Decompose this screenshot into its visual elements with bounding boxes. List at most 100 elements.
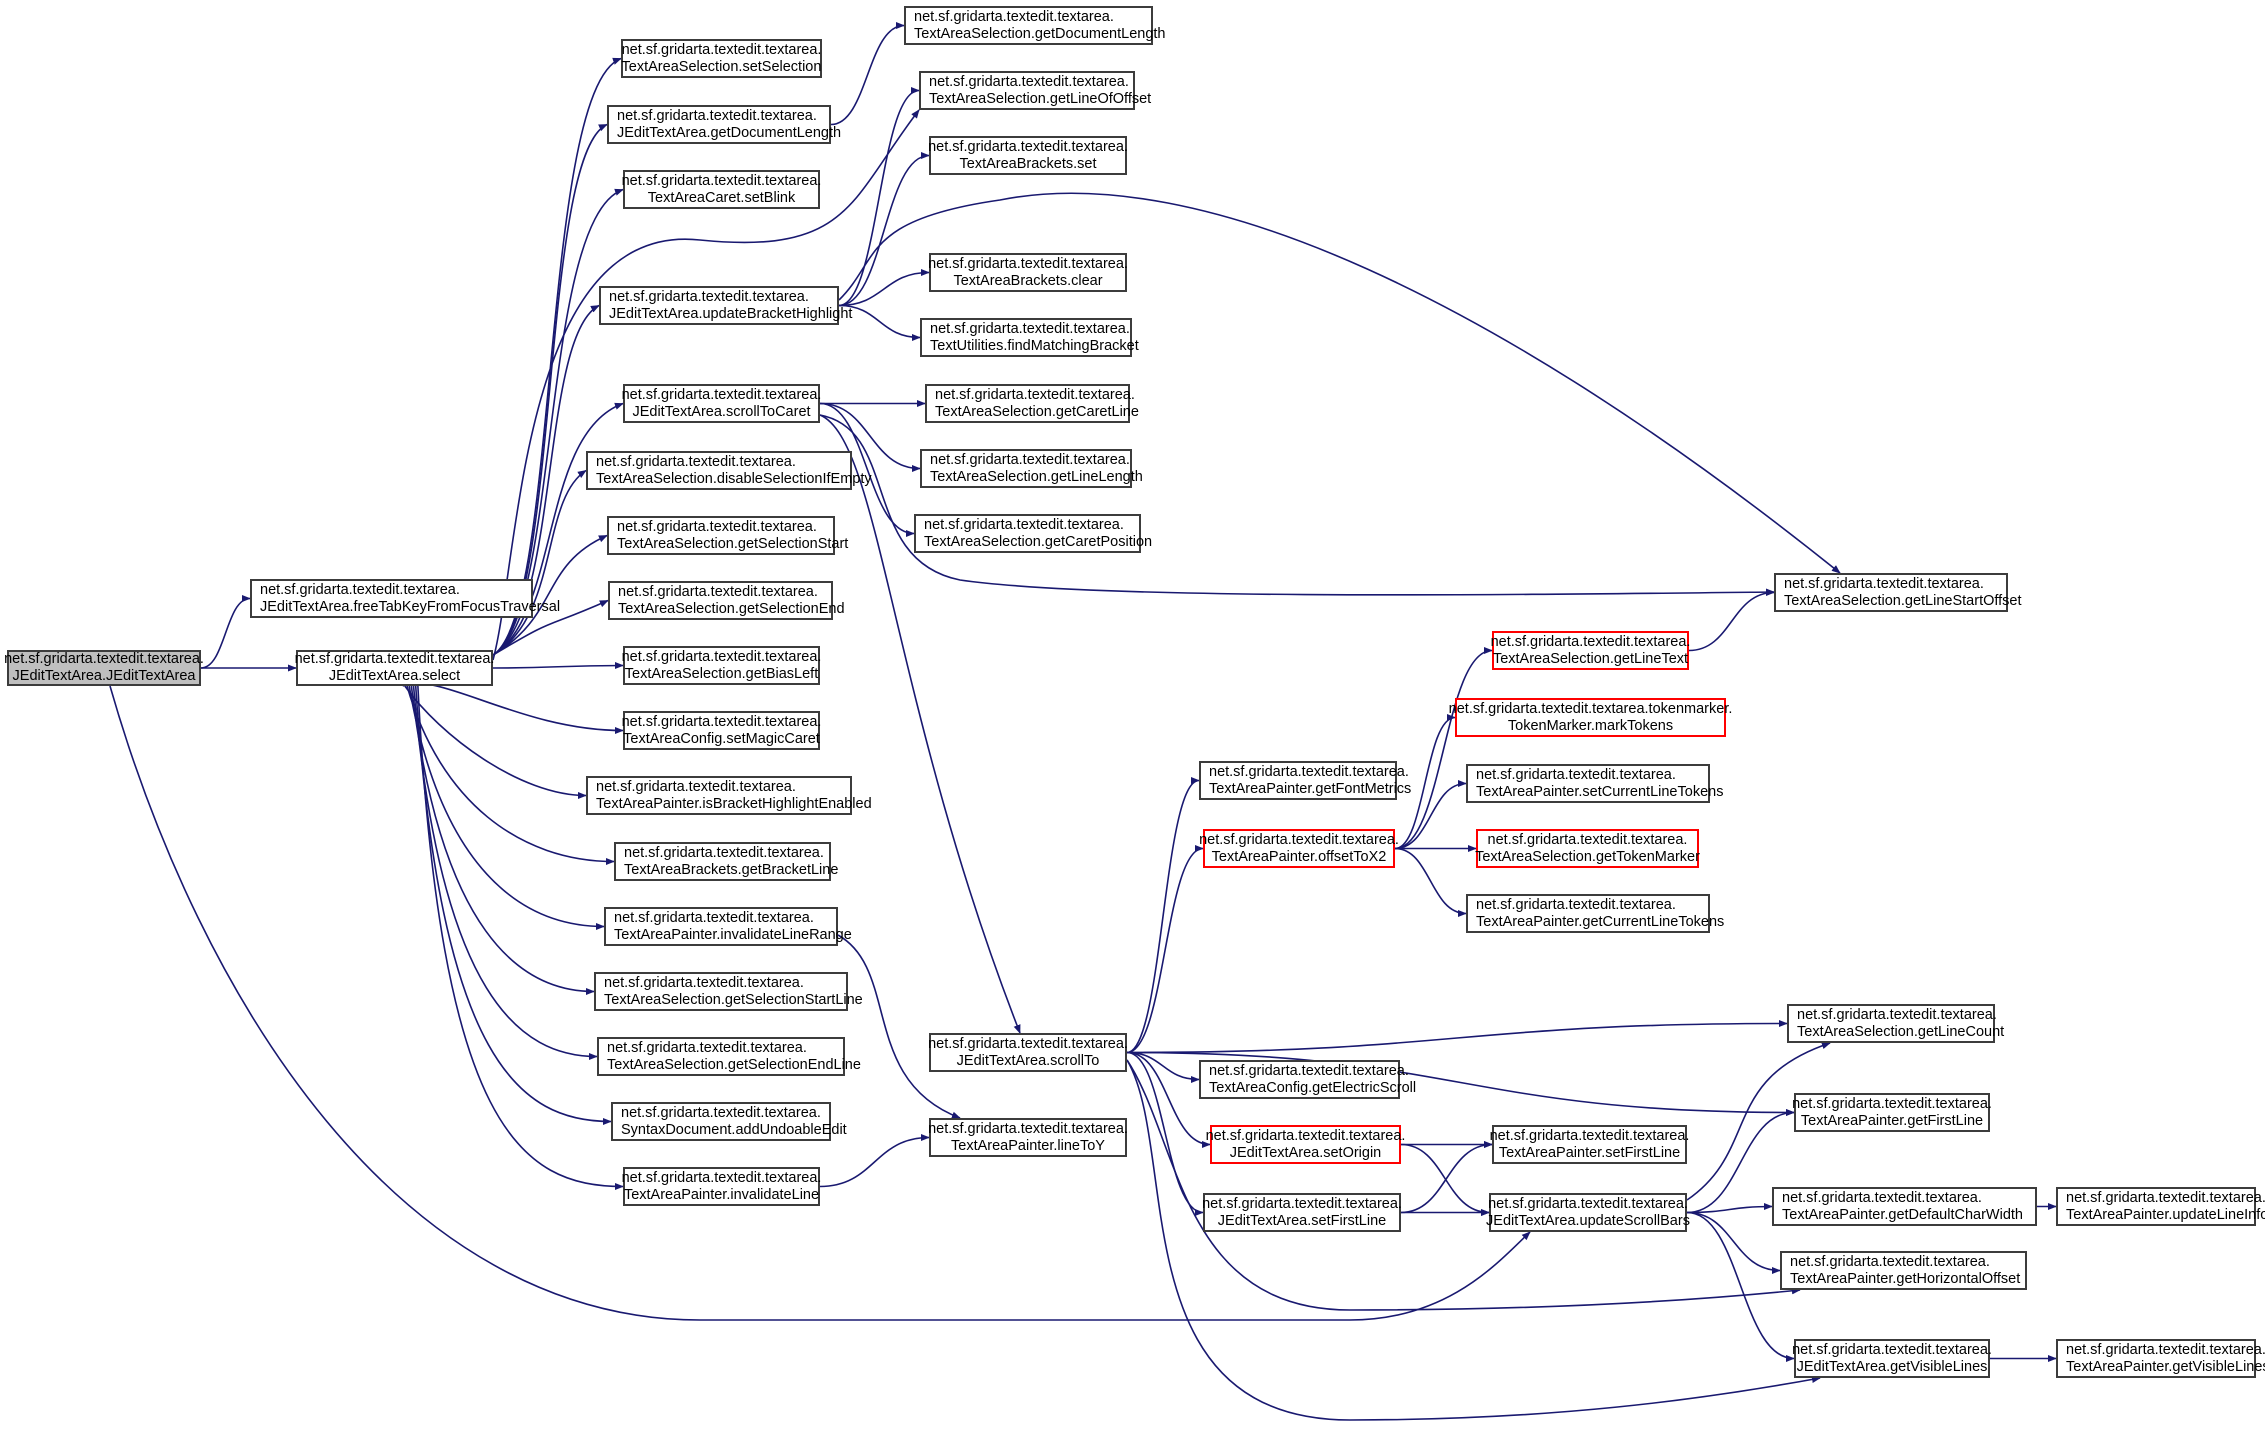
node-method-label: JEditTextArea.scrollToCaret [632, 403, 811, 420]
graph-node-scroll-to[interactable]: net.sf.gridarta.textedit.textarea.JEditT… [928, 1033, 1128, 1072]
graph-node-get-caret-pos[interactable]: net.sf.gridarta.textedit.textarea.TextAr… [914, 514, 1152, 553]
graph-node-get-line-count[interactable]: net.sf.gridarta.textedit.textarea.TextAr… [1787, 1004, 2004, 1043]
node-package-label: net.sf.gridarta.textedit.textarea. [621, 41, 822, 58]
graph-node-mark-tokens[interactable]: net.sf.gridarta.textedit.textarea.tokenm… [1449, 698, 1732, 737]
node-package-label: net.sf.gridarta.textedit.textarea. [614, 909, 814, 926]
node-method-label: TextAreaSelection.getSelectionStart [617, 535, 849, 552]
graph-node-get-bias-left[interactable]: net.sf.gridarta.textedit.textarea.TextAr… [622, 646, 821, 685]
edge-inv-line-to-line-to-y [819, 1133, 930, 1188]
graph-node-set-selection[interactable]: net.sf.gridarta.textedit.textarea.TextAr… [621, 39, 822, 78]
node-method-label: TextAreaPainter.updateLineInfo [2066, 1206, 2265, 1223]
graph-node-get-electric[interactable]: net.sf.gridarta.textedit.textarea.TextAr… [1199, 1060, 1416, 1099]
edge-scroll-to-caret-to-get-line-length [819, 402, 921, 473]
node-package-label: net.sf.gridarta.textedit.textarea. [1797, 1006, 1997, 1023]
graph-node-root[interactable]: net.sf.gridarta.textedit.textarea.JEditT… [4, 650, 204, 686]
graph-node-disable-sel[interactable]: net.sf.gridarta.textedit.textarea.TextAr… [586, 451, 872, 490]
graph-node-set-origin[interactable]: net.sf.gridarta.textedit.textarea.JEditT… [1206, 1125, 1405, 1164]
graph-node-p-get-first-line[interactable]: net.sf.gridarta.textedit.textarea.TextAr… [1792, 1093, 1992, 1132]
node-method-label: TextAreaPainter.invalidateLineRange [614, 926, 852, 943]
node-package-label: net.sf.gridarta.textedit.textarea. [1487, 831, 1688, 848]
graph-node-inv-line[interactable]: net.sf.gridarta.textedit.textarea.TextAr… [622, 1167, 821, 1206]
node-method-label: TextAreaSelection.getTokenMarker [1475, 848, 1700, 865]
graph-node-get-line-start-offset[interactable]: net.sf.gridarta.textedit.textarea.TextAr… [1774, 573, 2022, 612]
graph-node-set-cur-tokens[interactable]: net.sf.gridarta.textedit.textarea.TextAr… [1466, 764, 1723, 803]
node-method-label: TextAreaSelection.getDocumentLength [914, 25, 1166, 42]
node-method-label: TextAreaPainter.getFirstLine [1800, 1112, 1984, 1129]
node-method-label: TextAreaCaret.setBlink [647, 189, 796, 206]
graph-node-get-sel-start-line[interactable]: net.sf.gridarta.textedit.textarea.TextAr… [594, 972, 863, 1011]
graph-node-line-to-y[interactable]: net.sf.gridarta.textedit.textarea.TextAr… [928, 1118, 1128, 1157]
node-method-label: TextAreaPainter.invalidateLine [623, 1186, 820, 1203]
node-package-label: net.sf.gridarta.textedit.textarea. [928, 255, 1128, 272]
graph-node-offset-to-x2[interactable]: net.sf.gridarta.textedit.textarea.TextAr… [1199, 829, 1399, 868]
graph-node-upd-scroll-bars[interactable]: net.sf.gridarta.textedit.textarea.JEditT… [1486, 1193, 1690, 1232]
graph-node-set-magic-caret[interactable]: net.sf.gridarta.textedit.textarea.TextAr… [621, 711, 822, 750]
node-package-label: net.sf.gridarta.textedit.textarea. [2066, 1341, 2265, 1358]
node-method-label: JEditTextArea.getVisibleLines [1796, 1358, 1988, 1375]
node-package-label: net.sf.gridarta.textedit.textarea. [1489, 1127, 1690, 1144]
edge-offset-to-x2-to-get-line-text [1394, 646, 1493, 850]
node-package-label: net.sf.gridarta.textedit.textarea. [617, 518, 817, 535]
graph-node-get-def-char-w[interactable]: net.sf.gridarta.textedit.textarea.TextAr… [1772, 1187, 2037, 1226]
graph-node-scroll-to-caret[interactable]: net.sf.gridarta.textedit.textarea.JEditT… [622, 384, 821, 423]
graph-node-get-caret-line[interactable]: net.sf.gridarta.textedit.textarea.TextAr… [925, 384, 1139, 423]
graph-node-b-set[interactable]: net.sf.gridarta.textedit.textarea.TextAr… [928, 136, 1128, 175]
node-package-label: net.sf.gridarta.textedit.textarea. [294, 651, 495, 667]
node-package-label: net.sf.gridarta.textedit.textarea. [617, 107, 817, 124]
node-package-label: net.sf.gridarta.textedit.textarea. [621, 713, 822, 730]
node-package-label: net.sf.gridarta.textedit.textarea. [928, 1120, 1128, 1137]
graph-node-is-bracket-hl[interactable]: net.sf.gridarta.textedit.textarea.TextAr… [586, 776, 872, 815]
graph-node-get-horiz-off[interactable]: net.sf.gridarta.textedit.textarea.TextAr… [1780, 1251, 2027, 1290]
graph-node-j-get-doc-len[interactable]: net.sf.gridarta.textedit.textarea.JEditT… [607, 105, 841, 144]
graph-node-p-get-vis-lines[interactable]: net.sf.gridarta.textedit.textarea.TextAr… [2056, 1339, 2265, 1378]
graph-node-s-get-doc-len[interactable]: net.sf.gridarta.textedit.textarea.TextAr… [904, 6, 1166, 45]
graph-node-b-clear[interactable]: net.sf.gridarta.textedit.textarea.TextAr… [928, 253, 1128, 292]
node-method-label: JEditTextArea.updateScrollBars [1486, 1212, 1690, 1229]
graph-node-set-blink[interactable]: net.sf.gridarta.textedit.textarea.TextAr… [621, 170, 822, 209]
graph-node-get-sel-end[interactable]: net.sf.gridarta.textedit.textarea.TextAr… [608, 581, 845, 620]
node-package-label: net.sf.gridarta.textedit.textarea. [1205, 1127, 1406, 1144]
edge-upd-bracket-to-get-line-start-offset [838, 192, 1841, 574]
graph-node-find-match[interactable]: net.sf.gridarta.textedit.textarea.TextUt… [920, 318, 1139, 357]
graph-node-get-bracket-line[interactable]: net.sf.gridarta.textedit.textarea.TextAr… [614, 842, 838, 881]
graph-node-get-line-of-offset[interactable]: net.sf.gridarta.textedit.textarea.TextAr… [919, 71, 1151, 110]
graph-node-get-font-metrics[interactable]: net.sf.gridarta.textedit.textarea.TextAr… [1199, 761, 1411, 800]
node-package-label: net.sf.gridarta.textedit.textarea. [928, 1035, 1128, 1052]
node-package-label: net.sf.gridarta.textedit.textarea. [1202, 1195, 1402, 1212]
graph-node-j-set-first-line[interactable]: net.sf.gridarta.textedit.textarea.JEditT… [1202, 1193, 1402, 1232]
node-method-label: JEditTextArea.getDocumentLength [617, 124, 842, 141]
edge-inv-line-range-to-line-to-y [837, 934, 961, 1119]
graph-node-free-tab[interactable]: net.sf.gridarta.textedit.textarea.JEditT… [250, 579, 560, 618]
node-method-label: TextAreaPainter.offsetToX2 [1211, 848, 1387, 865]
node-method-label: TextAreaSelection.getSelectionStartLine [604, 991, 863, 1008]
node-method-label: TextAreaSelection.getLineLength [930, 468, 1143, 485]
graph-node-upd-bracket[interactable]: net.sf.gridarta.textedit.textarea.JEditT… [599, 286, 852, 325]
edge-j-set-first-line-to-p-set-first-line [1400, 1140, 1493, 1214]
graph-node-get-sel-end-line[interactable]: net.sf.gridarta.textedit.textarea.TextAr… [597, 1037, 861, 1076]
graph-node-get-line-length[interactable]: net.sf.gridarta.textedit.textarea.TextAr… [920, 449, 1143, 488]
node-method-label: TextAreaSelection.getSelectionEnd [618, 600, 845, 617]
edge-scroll-to-to-set-origin [1126, 1051, 1211, 1149]
graph-node-get-cur-tokens[interactable]: net.sf.gridarta.textedit.textarea.TextAr… [1466, 894, 1724, 933]
node-method-label: TextAreaPainter.setFirstLine [1498, 1144, 1681, 1161]
graph-node-get-line-text[interactable]: net.sf.gridarta.textedit.textarea.TextAr… [1491, 631, 1690, 670]
node-method-label: TextAreaPainter.getVisibleLines [2066, 1358, 2265, 1375]
node-method-label: TextAreaSelection.disableSelectionIfEmpt… [596, 470, 872, 487]
edge-root-to-upd-scroll-bars [109, 685, 1531, 1321]
node-package-label: net.sf.gridarta.textedit.textarea. [260, 581, 460, 598]
node-package-label: net.sf.gridarta.textedit.textarea. [621, 172, 822, 189]
graph-node-add-undo[interactable]: net.sf.gridarta.textedit.textarea.Syntax… [611, 1102, 847, 1141]
edge-select-to-inv-line-range [408, 685, 605, 931]
edge-upd-bracket-to-find-match [838, 304, 921, 342]
graph-node-upd-line-info[interactable]: net.sf.gridarta.textedit.textarea.TextAr… [2056, 1187, 2265, 1226]
graph-node-p-set-first-line[interactable]: net.sf.gridarta.textedit.textarea.TextAr… [1489, 1125, 1690, 1164]
graph-node-j-get-vis-lines[interactable]: net.sf.gridarta.textedit.textarea.JEditT… [1792, 1339, 1992, 1378]
node-package-label: net.sf.gridarta.textedit.textarea. [935, 386, 1135, 403]
edge-set-origin-to-upd-scroll-bars [1400, 1143, 1490, 1217]
graph-node-inv-line-range[interactable]: net.sf.gridarta.textedit.textarea.TextAr… [604, 907, 852, 946]
graph-node-get-sel-start[interactable]: net.sf.gridarta.textedit.textarea.TextAr… [607, 516, 848, 555]
edge-upd-scroll-bars-to-p-get-first-line [1686, 1108, 1795, 1214]
graph-node-select[interactable]: net.sf.gridarta.textedit.textarea.JEditT… [294, 650, 495, 686]
edge-select-to-inv-line [417, 685, 624, 1191]
graph-node-get-token-marker[interactable]: net.sf.gridarta.textedit.textarea.TextAr… [1475, 829, 1700, 868]
